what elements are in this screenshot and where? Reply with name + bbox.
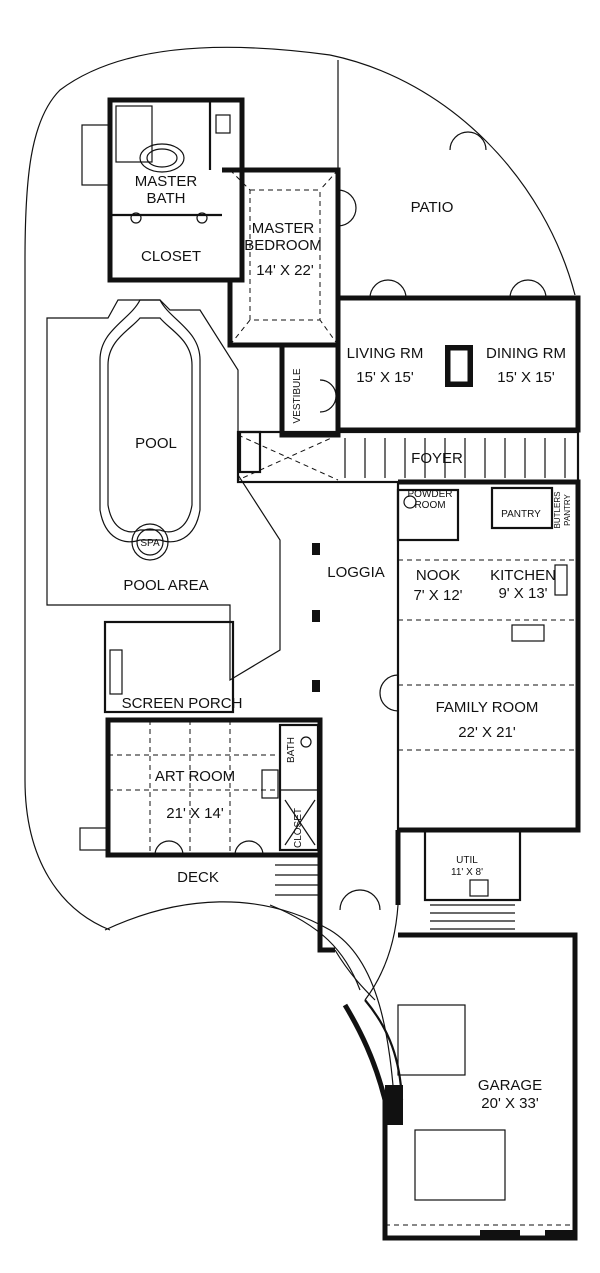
garage	[342, 932, 578, 1241]
dining-room-label: DINING RM	[486, 345, 566, 362]
pool-label: POOL	[135, 435, 177, 452]
living-room-dims: 15' X 15'	[356, 369, 414, 386]
entry-passage	[317, 830, 401, 1001]
util-label: UTIL	[456, 855, 478, 866]
nook-label: NOOK	[416, 567, 460, 584]
living-room-label: LIVING RM	[347, 345, 424, 362]
art-room-dims: 21' X 14'	[166, 805, 224, 822]
deck-label: DECK	[177, 869, 219, 886]
kitchen-dims: 9' X 13'	[498, 585, 547, 602]
foyer-label: FOYER	[411, 450, 463, 467]
west-wing	[79, 620, 323, 858]
family-room-dims: 22' X 21'	[458, 724, 516, 741]
bath-label: BATH	[286, 737, 297, 763]
vestibule-foyer	[236, 342, 580, 484]
master-bath-label-line1: MASTER	[135, 173, 198, 190]
nook-dims: 7' X 12'	[413, 587, 462, 604]
art-room-label: ART ROOM	[155, 768, 235, 785]
utility-area	[423, 828, 522, 930]
pool-area-label: POOL AREA	[123, 577, 208, 594]
kitchen-label: KITCHEN	[490, 567, 556, 584]
dining-room-dims: 15' X 15'	[497, 369, 555, 386]
master-closet-label: CLOSET	[141, 248, 201, 265]
pool-area	[46, 299, 281, 682]
lot-outline	[24, 46, 576, 1111]
loggia-label: LOGGIA	[327, 564, 385, 581]
room-labels: MASTER BATH CLOSET MASTER BEDROOM 14' X …	[122, 173, 572, 1112]
vestibule-label: VESTIBULE	[292, 368, 303, 423]
powder-room-label-line1: POWDER	[408, 489, 453, 500]
master-bedroom-dims: 14' X 22'	[256, 262, 314, 279]
art-closet-label: CLOSET	[293, 808, 304, 848]
master-suite	[81, 97, 357, 348]
deck-area	[275, 864, 320, 896]
master-bedroom-label-line2: BEDROOM	[244, 237, 322, 254]
garage-dims: 20' X 33'	[481, 1095, 539, 1112]
garage-label: GARAGE	[478, 1077, 542, 1094]
master-bedroom-label-line1: MASTER	[252, 220, 315, 237]
butlers-pantry-label-line2: PANTRY	[563, 493, 572, 525]
util-dims: 11' X 8'	[451, 867, 483, 878]
screen-porch-label: SCREEN PORCH	[122, 695, 243, 712]
powder-room-label-line2: ROOM	[414, 500, 445, 511]
master-bath-label-line2: BATH	[147, 190, 186, 207]
spa-label: SPA	[140, 538, 160, 549]
east-wing	[312, 479, 581, 833]
butlers-pantry-label-line1: BUTLERS	[553, 492, 562, 529]
patio-label: PATIO	[411, 199, 454, 216]
family-room-label: FAMILY ROOM	[436, 699, 539, 716]
pantry-label: PANTRY	[501, 509, 541, 520]
